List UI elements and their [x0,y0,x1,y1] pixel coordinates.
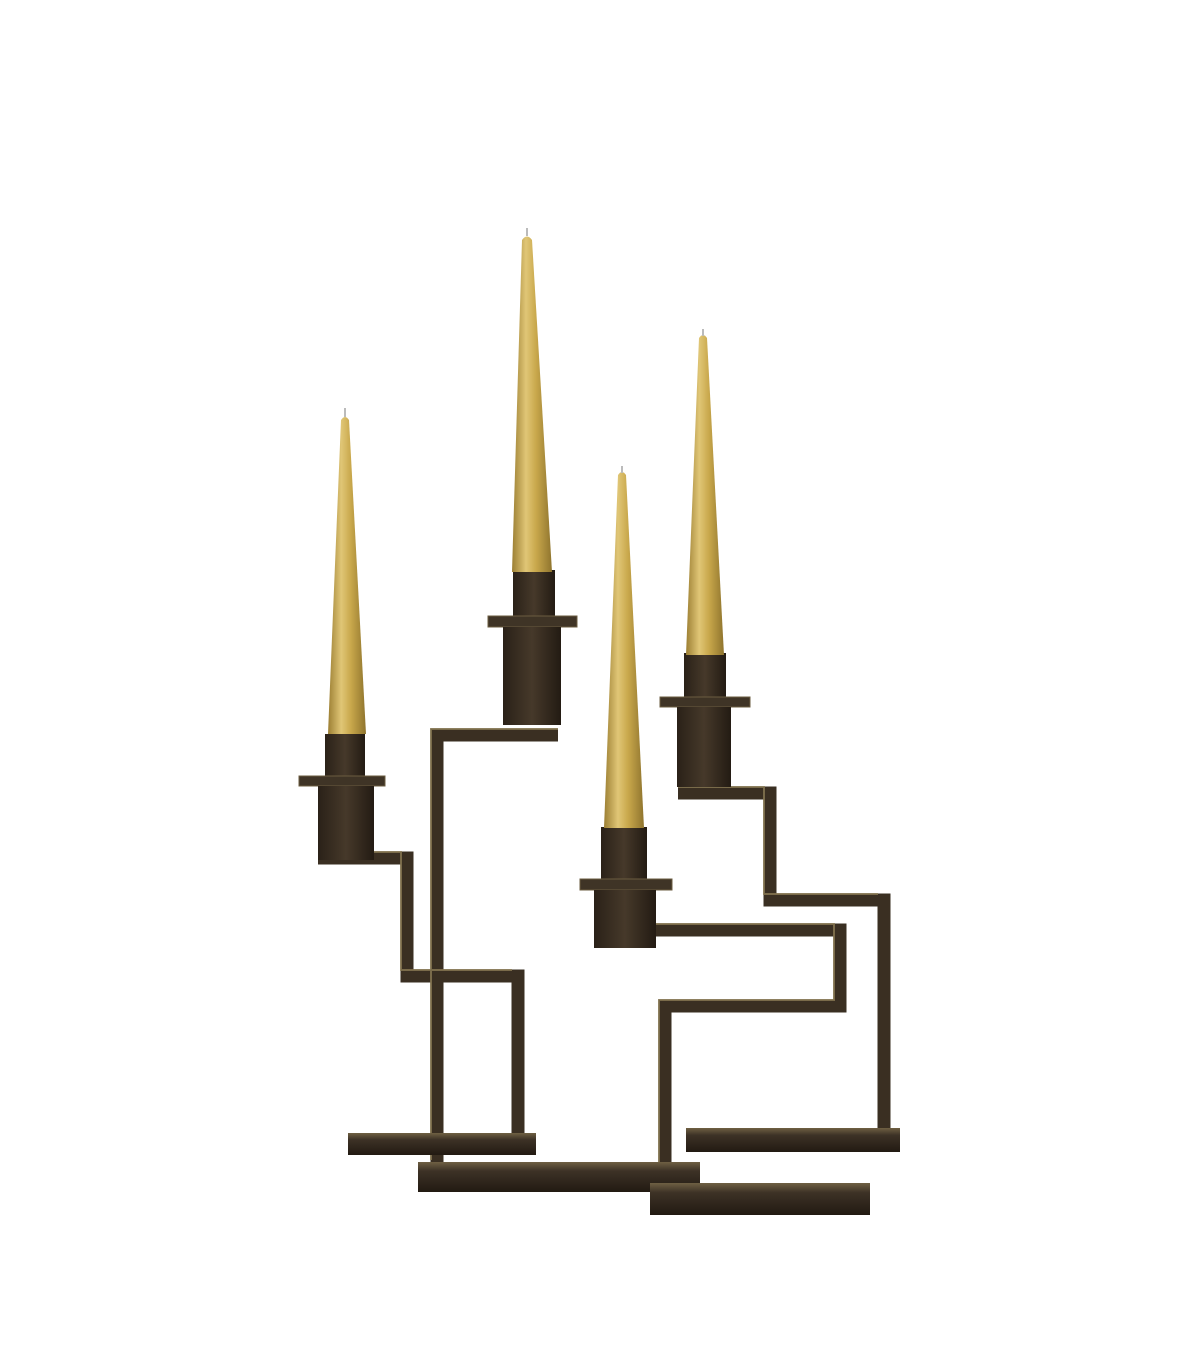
holders [298,570,751,948]
candle-center-tall [512,236,552,572]
left-stepped-arm [318,851,525,1138]
holder-left-cup [325,734,365,776]
holder-short-sleeve [594,890,656,948]
center-short-stepped-arm [655,923,847,1170]
candelabra-frame [318,728,891,1170]
holder-center-plate [487,615,578,628]
base-left [348,1133,536,1155]
candle-left [328,417,366,734]
holder-center-sleeve [503,627,561,725]
bases [348,1128,900,1215]
holder-right-plate [659,696,751,708]
candle-center-short [604,472,644,828]
holder-short-cup [601,827,647,879]
base-front [650,1183,870,1215]
center-stepped-arm [430,728,558,1165]
base-right [686,1128,900,1152]
holder-left-plate [298,775,386,787]
right-stepped-arm [678,786,891,1133]
holder-short-plate [579,878,673,891]
holder-center-cup [513,570,555,616]
candle-right [686,335,724,655]
holder-right-sleeve [677,707,731,787]
holder-right-cup [684,653,726,697]
holder-left-sleeve [318,786,374,860]
candles [328,228,724,828]
